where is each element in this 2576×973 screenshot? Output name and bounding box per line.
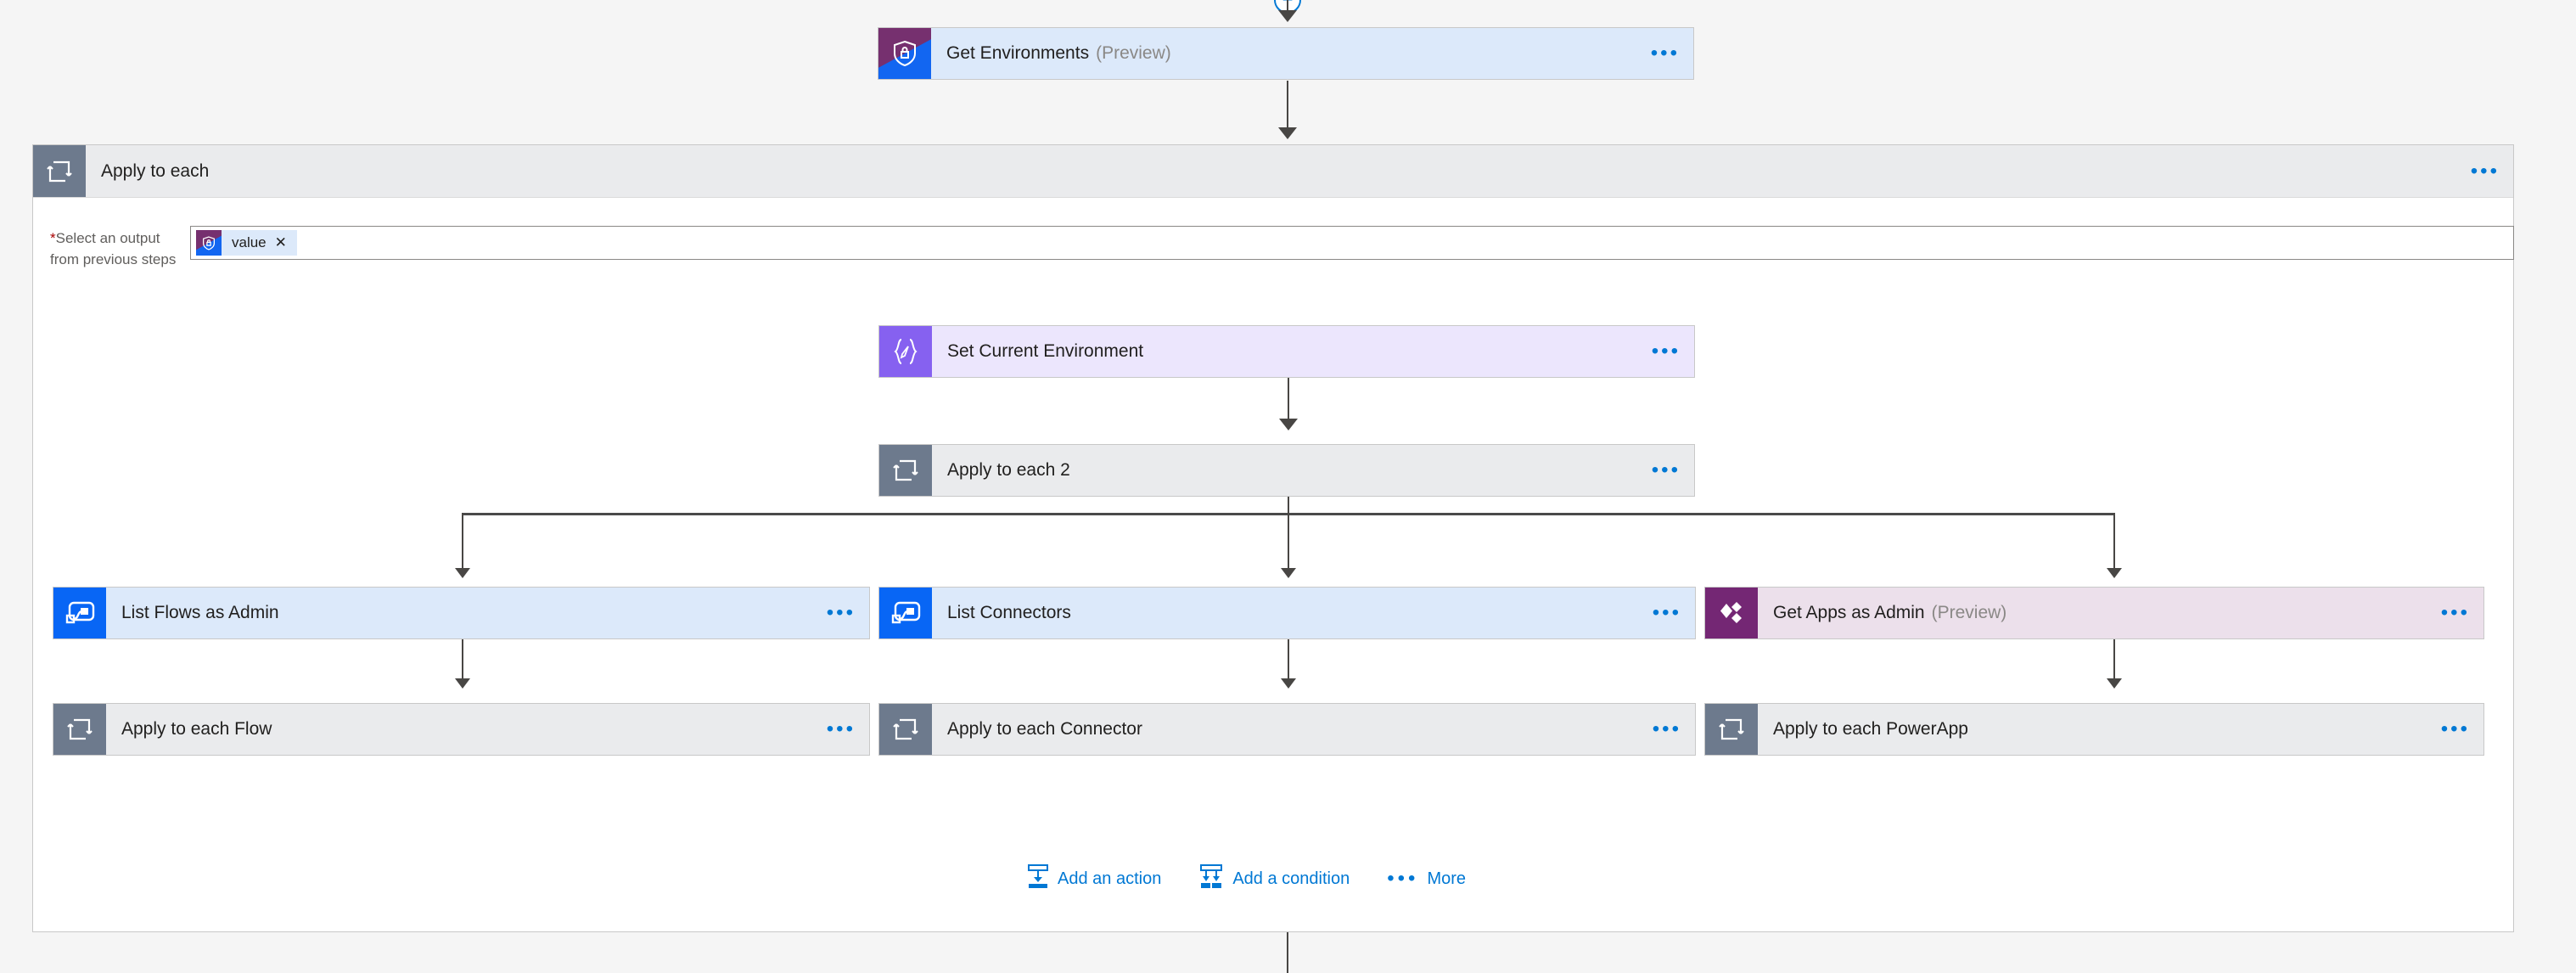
step-card-body: Set Current Environment ••• [932,326,1694,377]
step-title: Get Environments [946,43,1090,63]
scope-parameter-label: *Select an output from previous steps [50,228,228,270]
step-card-body: Apply to each Flow ••• [106,704,869,755]
token-remove-button[interactable]: ✕ [274,234,287,250]
token-label: value [232,234,267,250]
flow-connector-icon [53,588,106,638]
step-card-body: Apply to each 2 ••• [932,445,1694,496]
step-card-body: Get Apps as Admin (Preview) ••• [1758,588,2483,638]
scope-header-body: Apply to each ••• [86,145,2513,197]
step-card-apply-to-each-2[interactable]: Apply to each 2 ••• [878,444,1695,497]
step-card-apply-to-each-powerapp[interactable]: Apply to each PowerApp ••• [1704,703,2484,756]
step-card-body: Get Environments (Preview) ••• [931,28,1693,79]
scope-header[interactable]: Apply to each ••• [33,145,2513,198]
step-title: Apply to each Connector [947,719,1142,739]
add-action-icon [1027,864,1049,893]
step-menu-button[interactable]: ••• [2440,717,2470,740]
scope-menu-button[interactable]: ••• [2470,159,2500,183]
step-card-set-current-environment[interactable]: Set Current Environment ••• [878,325,1695,378]
step-menu-button[interactable]: ••• [826,601,856,624]
step-title: List Flows as Admin [121,603,279,622]
step-menu-button[interactable]: ••• [1652,717,1681,740]
step-title: Get Apps as Admin [1773,603,1925,622]
dynamic-content-token[interactable]: value ✕ [196,230,297,256]
more-button[interactable]: ••• More [1387,869,1466,889]
add-an-action-button[interactable]: Add an action [1027,864,1161,893]
more-dots-icon: ••• [1387,867,1419,890]
add-a-condition-button[interactable]: Add a condition [1198,864,1350,893]
loop-icon [33,145,86,197]
step-card-list-connectors[interactable]: List Connectors ••• [878,587,1696,639]
step-menu-button[interactable]: ••• [1652,601,1681,624]
preview-badge: (Preview) [1931,603,2007,622]
param-label-line2: from previous steps [50,250,177,267]
scope-parameter-input[interactable]: value ✕ [190,226,2514,260]
scope-action-bar: Add an action Add a condition ••• More [1027,864,1466,893]
required-asterisk: * [50,230,56,246]
step-card-apply-to-each-flow[interactable]: Apply to each Flow ••• [53,703,870,756]
compose-braces-icon [879,326,932,377]
step-title: List Connectors [947,603,1071,622]
preview-badge: (Preview) [1096,43,1171,63]
more-label: More [1427,869,1467,888]
flow-connector-icon [879,588,932,638]
add-an-action-label: Add an action [1058,869,1162,888]
step-title: Set Current Environment [947,341,1144,361]
step-card-list-flows-as-admin[interactable]: List Flows as Admin ••• [53,587,870,639]
loop-icon [879,445,932,496]
step-menu-button[interactable]: ••• [1651,340,1681,363]
scope-apply-to-each: Apply to each ••• *Select an output from… [32,144,2514,932]
step-card-body: Apply to each PowerApp ••• [1758,704,2483,755]
loop-icon [1705,704,1758,755]
step-menu-button[interactable]: ••• [2440,601,2470,624]
step-title: Apply to each 2 [947,460,1070,480]
loop-icon [879,704,932,755]
powerapps-diamond-icon [1705,588,1758,638]
add-condition-icon [1198,864,1224,893]
step-menu-button[interactable]: ••• [1651,458,1681,481]
param-label-line1: Select an output [55,230,160,246]
step-card-get-environments[interactable]: Get Environments (Preview) ••• [878,27,1694,80]
step-menu-button[interactable]: ••• [826,717,856,740]
add-a-condition-label: Add a condition [1232,869,1350,888]
step-card-apply-to-each-connector[interactable]: Apply to each Connector ••• [878,703,1696,756]
scope-title: Apply to each [101,160,210,181]
shield-lock-icon [196,230,222,256]
loop-icon [53,704,106,755]
step-card-body: List Flows as Admin ••• [106,588,869,638]
shield-lock-icon [878,28,931,79]
step-card-body: Apply to each Connector ••• [932,704,1695,755]
step-card-get-apps-as-admin[interactable]: Get Apps as Admin (Preview) ••• [1704,587,2484,639]
step-title: Apply to each Flow [121,719,272,739]
step-menu-button[interactable]: ••• [1650,42,1680,65]
step-card-body: List Connectors ••• [932,588,1695,638]
step-title: Apply to each PowerApp [1773,719,1968,739]
